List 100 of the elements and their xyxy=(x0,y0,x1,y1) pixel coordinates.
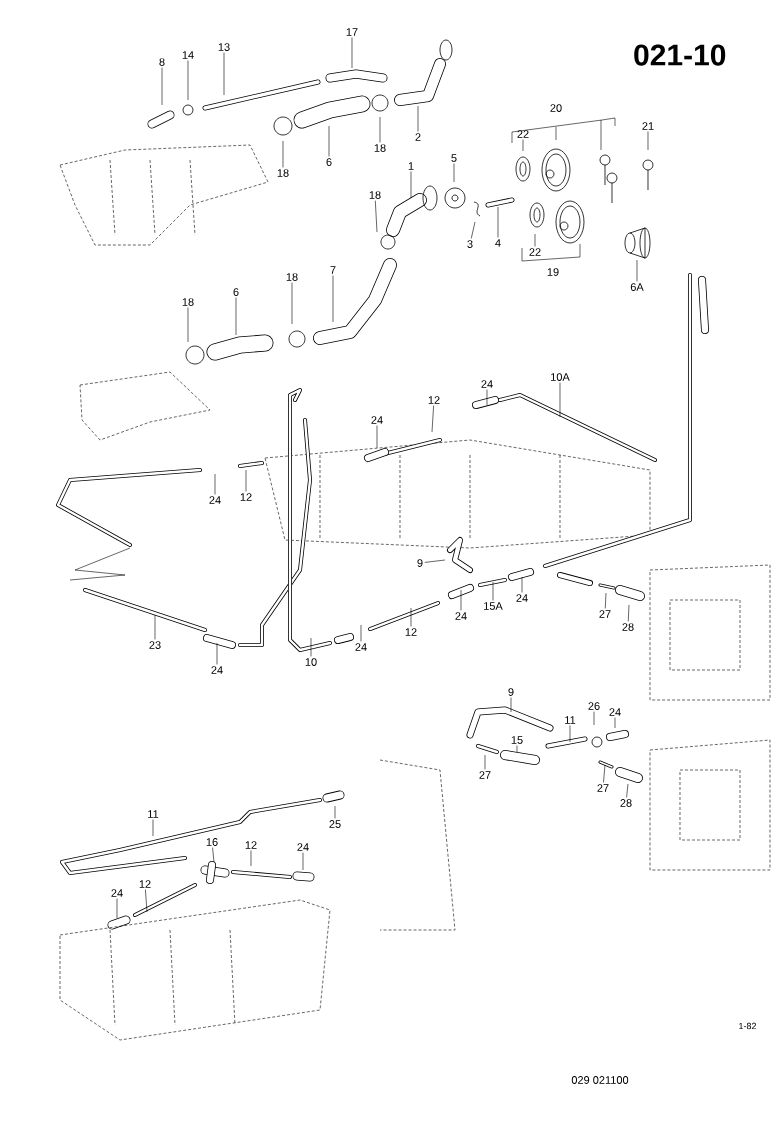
callout-number: 12 xyxy=(428,396,440,404)
leader-line xyxy=(216,642,218,665)
callout-number: 14 xyxy=(182,51,194,59)
callout-number: 13 xyxy=(218,43,230,51)
leader-line xyxy=(376,425,378,449)
callout-number: 11 xyxy=(565,716,576,724)
callout-number: 16 xyxy=(206,838,218,846)
leader-line xyxy=(626,783,629,798)
callout-number: 26 xyxy=(588,702,600,710)
leader-line xyxy=(559,382,561,418)
leader-line xyxy=(453,163,455,183)
callout-number: 23 xyxy=(149,641,161,649)
callout-number: 10A xyxy=(551,373,570,381)
callout-number: 12 xyxy=(405,628,417,636)
leader-line xyxy=(332,275,334,323)
leader-line xyxy=(235,297,237,336)
leader-line xyxy=(470,221,476,239)
leader-line xyxy=(521,576,523,593)
callout-number: 24 xyxy=(209,496,221,504)
callout-number: 22 xyxy=(517,130,529,138)
callout-number: 15A xyxy=(484,602,503,610)
leader-line xyxy=(603,764,606,783)
leader-line xyxy=(334,805,336,819)
callout-number: 27 xyxy=(597,784,609,792)
leader-line xyxy=(187,307,189,343)
leader-line xyxy=(351,37,353,69)
leader-line xyxy=(510,697,512,713)
leader-line xyxy=(302,852,304,871)
callout-number: 28 xyxy=(622,623,634,631)
leader-line xyxy=(116,898,118,919)
leader-line xyxy=(145,889,148,913)
leader-line xyxy=(214,473,216,495)
callout-number: 18 xyxy=(286,273,298,281)
callout-number: 12 xyxy=(139,880,151,888)
callout-number: 9 xyxy=(508,688,514,696)
leader-line xyxy=(522,139,524,152)
callout-number: 9 xyxy=(417,559,423,567)
leader-line xyxy=(484,754,486,770)
callout-number: 12 xyxy=(245,841,257,849)
leader-line xyxy=(161,67,163,106)
leader-line xyxy=(614,717,616,729)
callout-number: 18 xyxy=(374,144,386,152)
callout-number: 24 xyxy=(371,416,383,424)
leader-line xyxy=(223,52,225,96)
callout-number: 18 xyxy=(277,169,289,177)
leader-line xyxy=(360,624,362,642)
callout-number: 24 xyxy=(609,708,621,716)
callout-number: 24 xyxy=(355,643,367,651)
callout-number: 24 xyxy=(455,612,467,620)
callout-number: 18 xyxy=(369,191,381,199)
leader-line xyxy=(328,125,330,157)
callout-number: 24 xyxy=(297,843,309,851)
leader-line xyxy=(245,469,247,492)
leader-line xyxy=(291,282,293,325)
leader-line xyxy=(647,131,649,151)
leader-line xyxy=(152,819,154,837)
callout-number: 3 xyxy=(467,240,473,248)
callout-number: 17 xyxy=(346,28,358,36)
callout-number: 5 xyxy=(451,154,457,162)
leader-line xyxy=(410,171,412,199)
leader-line xyxy=(486,389,488,406)
leader-line xyxy=(534,233,536,247)
callout-number: 10 xyxy=(305,658,317,666)
callout-number: 19 xyxy=(547,268,559,276)
leader-line xyxy=(410,607,412,627)
callout-number: 22 xyxy=(529,248,541,256)
callout-number: 6A xyxy=(630,283,644,291)
leader-line xyxy=(593,711,595,726)
callout-number: 24 xyxy=(516,594,528,602)
callout-number: 15 xyxy=(511,736,523,744)
leader-line xyxy=(497,206,499,238)
callout-number: 8 xyxy=(159,58,165,66)
leader-line xyxy=(375,200,378,233)
leader-line xyxy=(379,116,381,143)
leader-line xyxy=(636,259,638,282)
leader-line xyxy=(492,581,494,601)
callout-number: 2 xyxy=(415,133,421,141)
leader-line xyxy=(187,60,189,101)
leader-line xyxy=(154,614,156,640)
callout-number: 18 xyxy=(182,298,194,306)
callout-number: 4 xyxy=(495,239,501,247)
callout-number: 24 xyxy=(481,380,493,388)
callout-number: 27 xyxy=(479,771,491,779)
callout-number: 28 xyxy=(620,799,632,807)
leader-line xyxy=(516,745,518,753)
callout-number: 1 xyxy=(408,162,414,170)
callout-number: 11 xyxy=(148,810,159,818)
leader-line xyxy=(569,725,571,743)
callout-number: 6 xyxy=(233,288,239,296)
leader-line xyxy=(310,637,312,657)
leader-line xyxy=(212,847,215,863)
callout-number: 25 xyxy=(329,820,341,828)
leader-line xyxy=(431,405,434,433)
note-text: 029 021100 xyxy=(571,1076,629,1084)
callout-number: 6 xyxy=(326,158,332,166)
leader-line xyxy=(604,592,607,609)
leader-line xyxy=(282,140,284,168)
leader-line xyxy=(417,105,419,132)
callout-number: 24 xyxy=(111,889,123,897)
callout-number: 7 xyxy=(330,266,336,274)
